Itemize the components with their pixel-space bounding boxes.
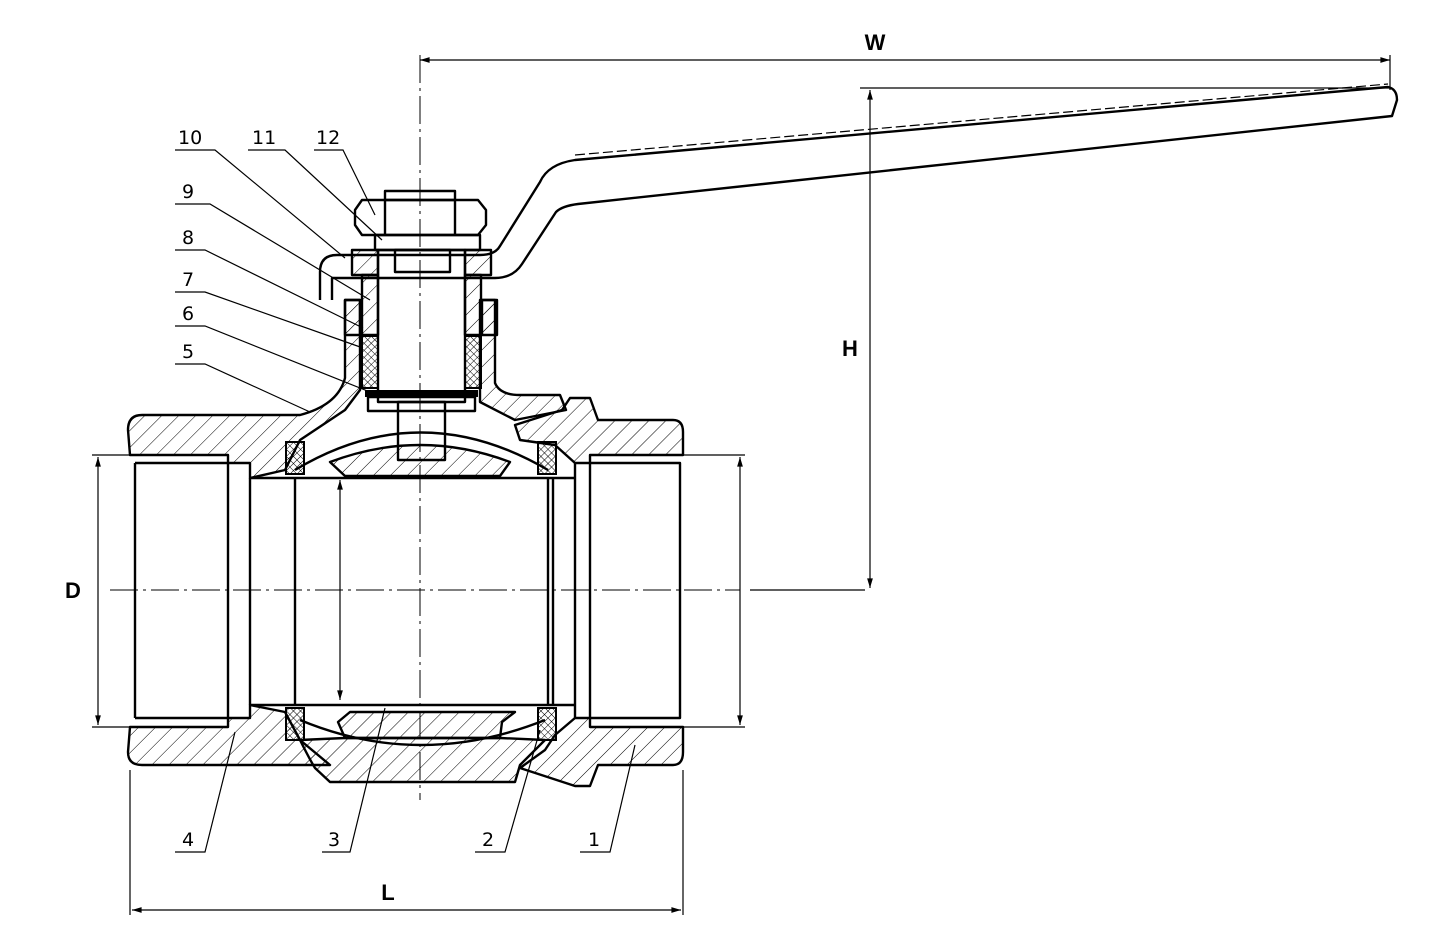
part-label-1: 1 — [588, 829, 600, 851]
seats — [285, 441, 557, 741]
part-label-12: 12 — [316, 127, 340, 149]
center-lines — [110, 55, 865, 800]
part-label-6: 6 — [182, 303, 194, 325]
part-leaders: 10 11 12 9 8 7 6 5 4 3 2 1 — [175, 127, 636, 853]
dimension-d: D — [65, 454, 745, 728]
part-label-2: 2 — [482, 829, 494, 851]
body-left — [126, 298, 575, 784]
lever-handle — [318, 83, 1399, 300]
part-label-10: 10 — [178, 127, 202, 149]
dimension-w-label: W — [865, 30, 886, 55]
dimension-w: W — [420, 30, 1391, 90]
dimension-l: L — [129, 770, 684, 915]
dimension-l-label: L — [381, 880, 394, 905]
part-label-5: 5 — [182, 341, 194, 363]
part-label-9: 9 — [182, 181, 194, 203]
ball — [293, 431, 555, 747]
dimension-h-label: H — [842, 336, 858, 361]
part-label-7: 7 — [182, 269, 194, 291]
dimension-h: H — [842, 87, 1390, 588]
part-label-3: 3 — [328, 829, 340, 851]
dimension-d-label: D — [65, 578, 81, 603]
part-label-11: 11 — [252, 127, 276, 149]
part-label-4: 4 — [182, 829, 194, 851]
part-label-8: 8 — [182, 227, 194, 249]
stem-assembly — [343, 189, 499, 462]
